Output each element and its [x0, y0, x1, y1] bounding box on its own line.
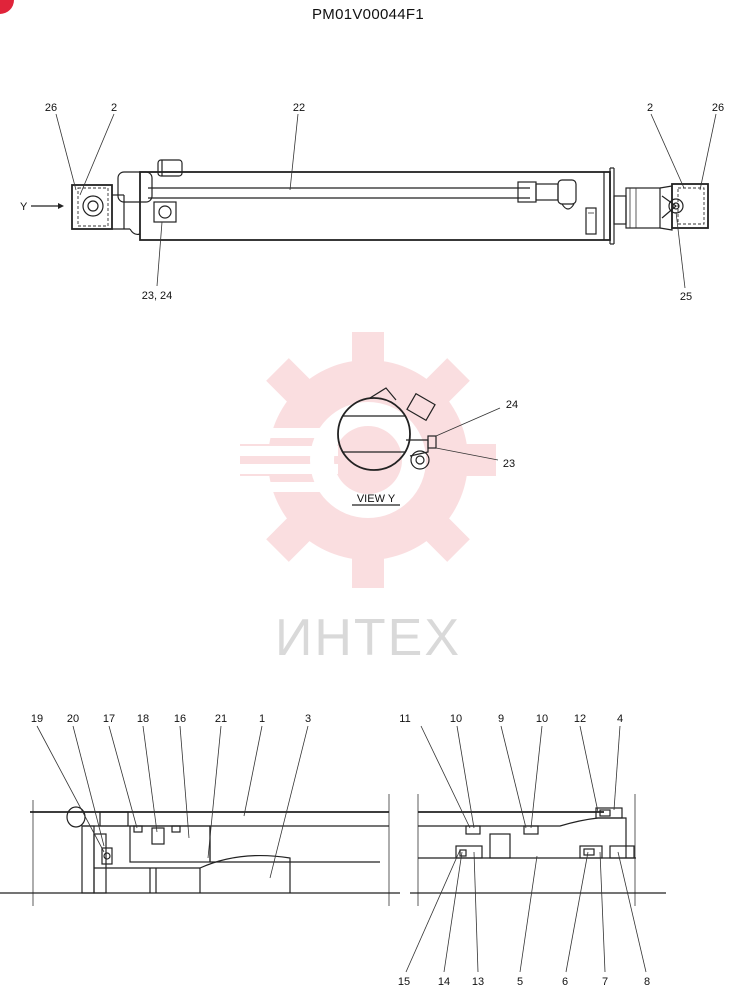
direction-y-label: Y [20, 201, 28, 213]
callout-19: 19 [31, 713, 43, 725]
callout-26-left: 26 [45, 102, 57, 114]
view-y-callout-23: 23 [503, 458, 515, 470]
document-code: PM01V00044F1 [311, 6, 424, 23]
top-assembly-view: Y [20, 102, 724, 303]
callout-1: 1 [259, 713, 265, 725]
rod-clevis [671, 183, 709, 229]
callout-23-24: 23, 24 [142, 290, 173, 302]
callout-7: 7 [602, 976, 608, 988]
callout-17: 17 [103, 713, 115, 725]
callout-21: 21 [215, 713, 227, 725]
callout-15: 15 [398, 976, 410, 988]
bolt-23-24 [153, 201, 177, 223]
callout-22: 22 [293, 102, 305, 114]
cylinder-tube [139, 171, 611, 241]
pipe-elbow-right [557, 179, 577, 205]
view-y-bolt [427, 435, 437, 449]
view-y-cylinder-circle [337, 397, 411, 471]
pipe-22 [148, 187, 530, 199]
callout-8: 8 [644, 976, 650, 988]
callout-5: 5 [517, 976, 523, 988]
watermark-logo [218, 332, 496, 588]
callout-25: 25 [680, 291, 692, 303]
callout-10-right: 10 [536, 713, 548, 725]
callout-4: 4 [617, 713, 623, 725]
callout-20: 20 [67, 713, 79, 725]
callout-18: 18 [137, 713, 149, 725]
callout-12: 12 [574, 713, 586, 725]
callout-11: 11 [399, 713, 410, 725]
callout-10-left: 10 [450, 713, 462, 725]
pipe-elbow-left [117, 171, 153, 203]
callout-3: 3 [305, 713, 311, 725]
watermark-text: ИНТЕХ [275, 609, 461, 667]
bottom-section-right: 11 10 9 10 12 4 15 14 13 5 6 7 8 [398, 713, 666, 988]
head-pin-bore [82, 195, 104, 217]
view-y-detail: 24 23 VIEW Y [337, 387, 518, 506]
callout-9: 9 [498, 713, 504, 725]
callout-2-left: 2 [111, 102, 117, 114]
bottom-section-left: 19 20 17 18 16 21 1 3 [0, 713, 400, 906]
callout-16: 16 [174, 713, 186, 725]
view-y-elbow [406, 392, 436, 422]
view-y-caption: VIEW Y [357, 493, 396, 505]
rod [625, 187, 661, 229]
head-clevis [71, 184, 113, 230]
view-y-callout-24: 24 [506, 399, 518, 411]
callout-26-right: 26 [712, 102, 724, 114]
callout-14: 14 [438, 976, 450, 988]
callout-13: 13 [472, 976, 484, 988]
callout-2-right: 2 [647, 102, 653, 114]
callout-6: 6 [562, 976, 568, 988]
